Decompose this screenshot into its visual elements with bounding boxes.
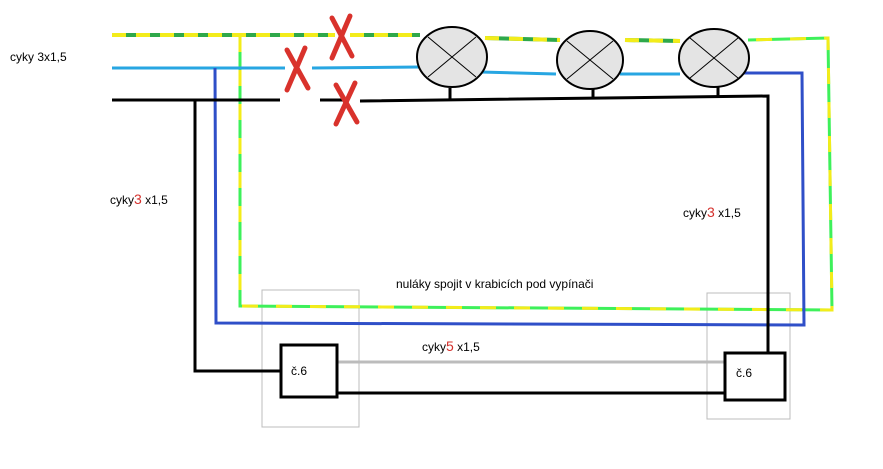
lamp-icon (416, 26, 488, 88)
left-cable-suffix: x1,5 (141, 193, 168, 207)
lamp-icon (556, 30, 624, 90)
switch-box-left (279, 343, 339, 399)
phase-conductors (112, 86, 770, 395)
lamp-icon (678, 28, 750, 88)
bottom-cable-suffix: x1,5 (453, 340, 480, 354)
switch-box-right (723, 351, 787, 402)
bottom-cable-digit: 5 (446, 338, 454, 354)
cut-cross-icon (284, 45, 311, 93)
right-cable-digit: 3 (707, 204, 715, 220)
cut-cross-icon (333, 80, 360, 127)
neutral-note: nuláky spojit v krabicích pod vypínači (396, 277, 594, 291)
bottom-cable-prefix: cyky (422, 340, 446, 354)
cut-cross-icon (329, 13, 355, 61)
supply-cable-label: cyky 3x1,5 (10, 50, 67, 64)
right-cable-suffix: x1,5 (714, 206, 741, 220)
pe-loop-conductor (238, 36, 834, 312)
left-cable-prefix: cyky (110, 193, 134, 207)
junction-box-right (706, 292, 791, 420)
switch-right-label: č.6 (736, 366, 753, 380)
left-cable-label: cyky3 x1,5 (110, 192, 168, 207)
bottom-cable-label: cyky5 x1,5 (422, 339, 480, 354)
switch-left-label: č.6 (291, 364, 308, 378)
left-cable-digit: 3 (134, 191, 142, 207)
right-cable-prefix: cyky (683, 206, 707, 220)
junction-box-left (261, 289, 360, 428)
supply-pe-conductor (112, 33, 681, 43)
right-cable-label: cyky3 x1,5 (683, 205, 741, 220)
neutral-conductors (112, 65, 806, 327)
